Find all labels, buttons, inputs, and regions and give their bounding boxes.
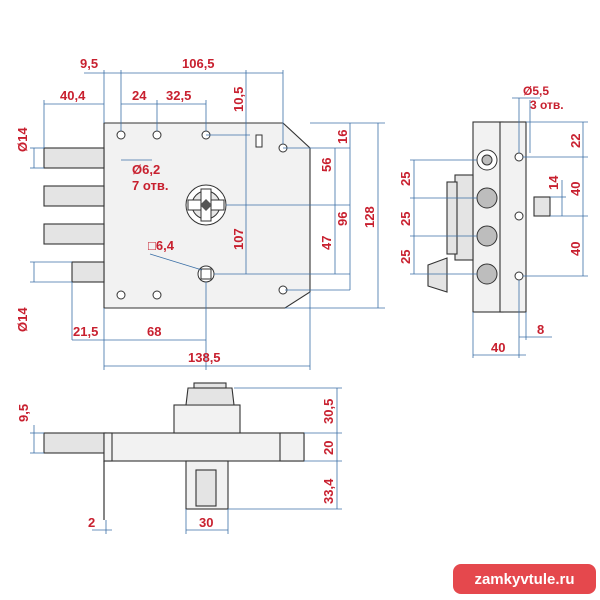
cylinder-icon (185, 184, 227, 226)
note-square: □6,4 (148, 238, 175, 253)
dim-24: 24 (132, 88, 147, 103)
dim-22: 22 (568, 134, 583, 148)
bolt-end-2 (476, 187, 498, 209)
mount-hole-1 (116, 130, 126, 140)
dim-20: 20 (321, 441, 336, 455)
side-knob (427, 257, 448, 293)
dim-9-5-bottom: 9,5 (16, 404, 31, 422)
slot (255, 134, 263, 148)
dim-106-5: 106,5 (182, 56, 215, 71)
dim-96: 96 (335, 212, 350, 226)
dim-dia14-bottom: Ø14 (15, 307, 30, 332)
bolt-4 (71, 261, 105, 283)
note-holes-count-side: 3 отв. (530, 98, 564, 112)
dim-138-5: 138,5 (188, 350, 221, 365)
dim-25-c: 25 (398, 250, 413, 264)
bottom-case (103, 432, 305, 462)
side-view: 25 25 25 22 14 40 40 8 40 Ø5,5 3 отв. (398, 84, 588, 358)
bolt-3 (43, 223, 105, 245)
dim-16: 16 (335, 130, 350, 144)
dim-21-5: 21,5 (73, 324, 98, 339)
bottom-view: 9,5 30,5 20 33,4 2 30 (16, 382, 342, 534)
side-cylinder-housing (454, 174, 474, 261)
dim-128: 128 (362, 206, 377, 228)
watermark-logo[interactable]: zamkyvtule.ru (453, 564, 596, 594)
bottom-bolt (43, 432, 107, 454)
dim-40-c: 40 (491, 340, 505, 355)
dim-14-side: 14 (546, 175, 561, 190)
square-spindle-icon (197, 265, 215, 283)
dim-40-b: 40 (568, 242, 583, 256)
mount-hole-5 (116, 290, 126, 300)
dim-25-b: 25 (398, 212, 413, 226)
dim-30-5: 30,5 (321, 399, 336, 424)
side-hole-3 (514, 271, 524, 281)
dim-25-a: 25 (398, 172, 413, 186)
dim-47: 47 (319, 236, 334, 250)
dim-30-bottom: 30 (199, 515, 213, 530)
note-holes-count-front: 7 отв. (132, 178, 168, 193)
dim-10-5: 10,5 (231, 87, 246, 112)
dim-32-5: 32,5 (166, 88, 191, 103)
bottom-knob (185, 387, 235, 406)
mount-hole-6 (152, 290, 162, 300)
bolt-1 (43, 147, 105, 169)
mount-hole-2 (152, 130, 162, 140)
note-holes-dia-front: Ø6,2 (132, 162, 160, 177)
front-view: 9,5 106,5 40,4 24 32,5 10,5 16 56 96 128… (15, 56, 385, 370)
dim-9-5-front: 9,5 (80, 56, 98, 71)
note-holes-dia-side: Ø5,5 (523, 84, 549, 98)
bolt-end-3 (476, 225, 498, 247)
side-hole-2 (514, 211, 524, 221)
dim-dia14-top: Ø14 (15, 127, 30, 152)
bolt-end-4 (476, 263, 498, 285)
bolt-2 (43, 185, 105, 207)
dim-8: 8 (537, 322, 544, 337)
dim-33-4: 33,4 (321, 478, 336, 504)
side-hole-1 (514, 152, 524, 162)
dim-2: 2 (88, 515, 95, 530)
dim-40-a: 40 (568, 182, 583, 196)
dim-56: 56 (319, 158, 334, 172)
dim-40-4: 40,4 (60, 88, 86, 103)
dim-68: 68 (147, 324, 161, 339)
bottom-cylinder-block (173, 404, 241, 434)
dim-107: 107 (231, 228, 246, 250)
